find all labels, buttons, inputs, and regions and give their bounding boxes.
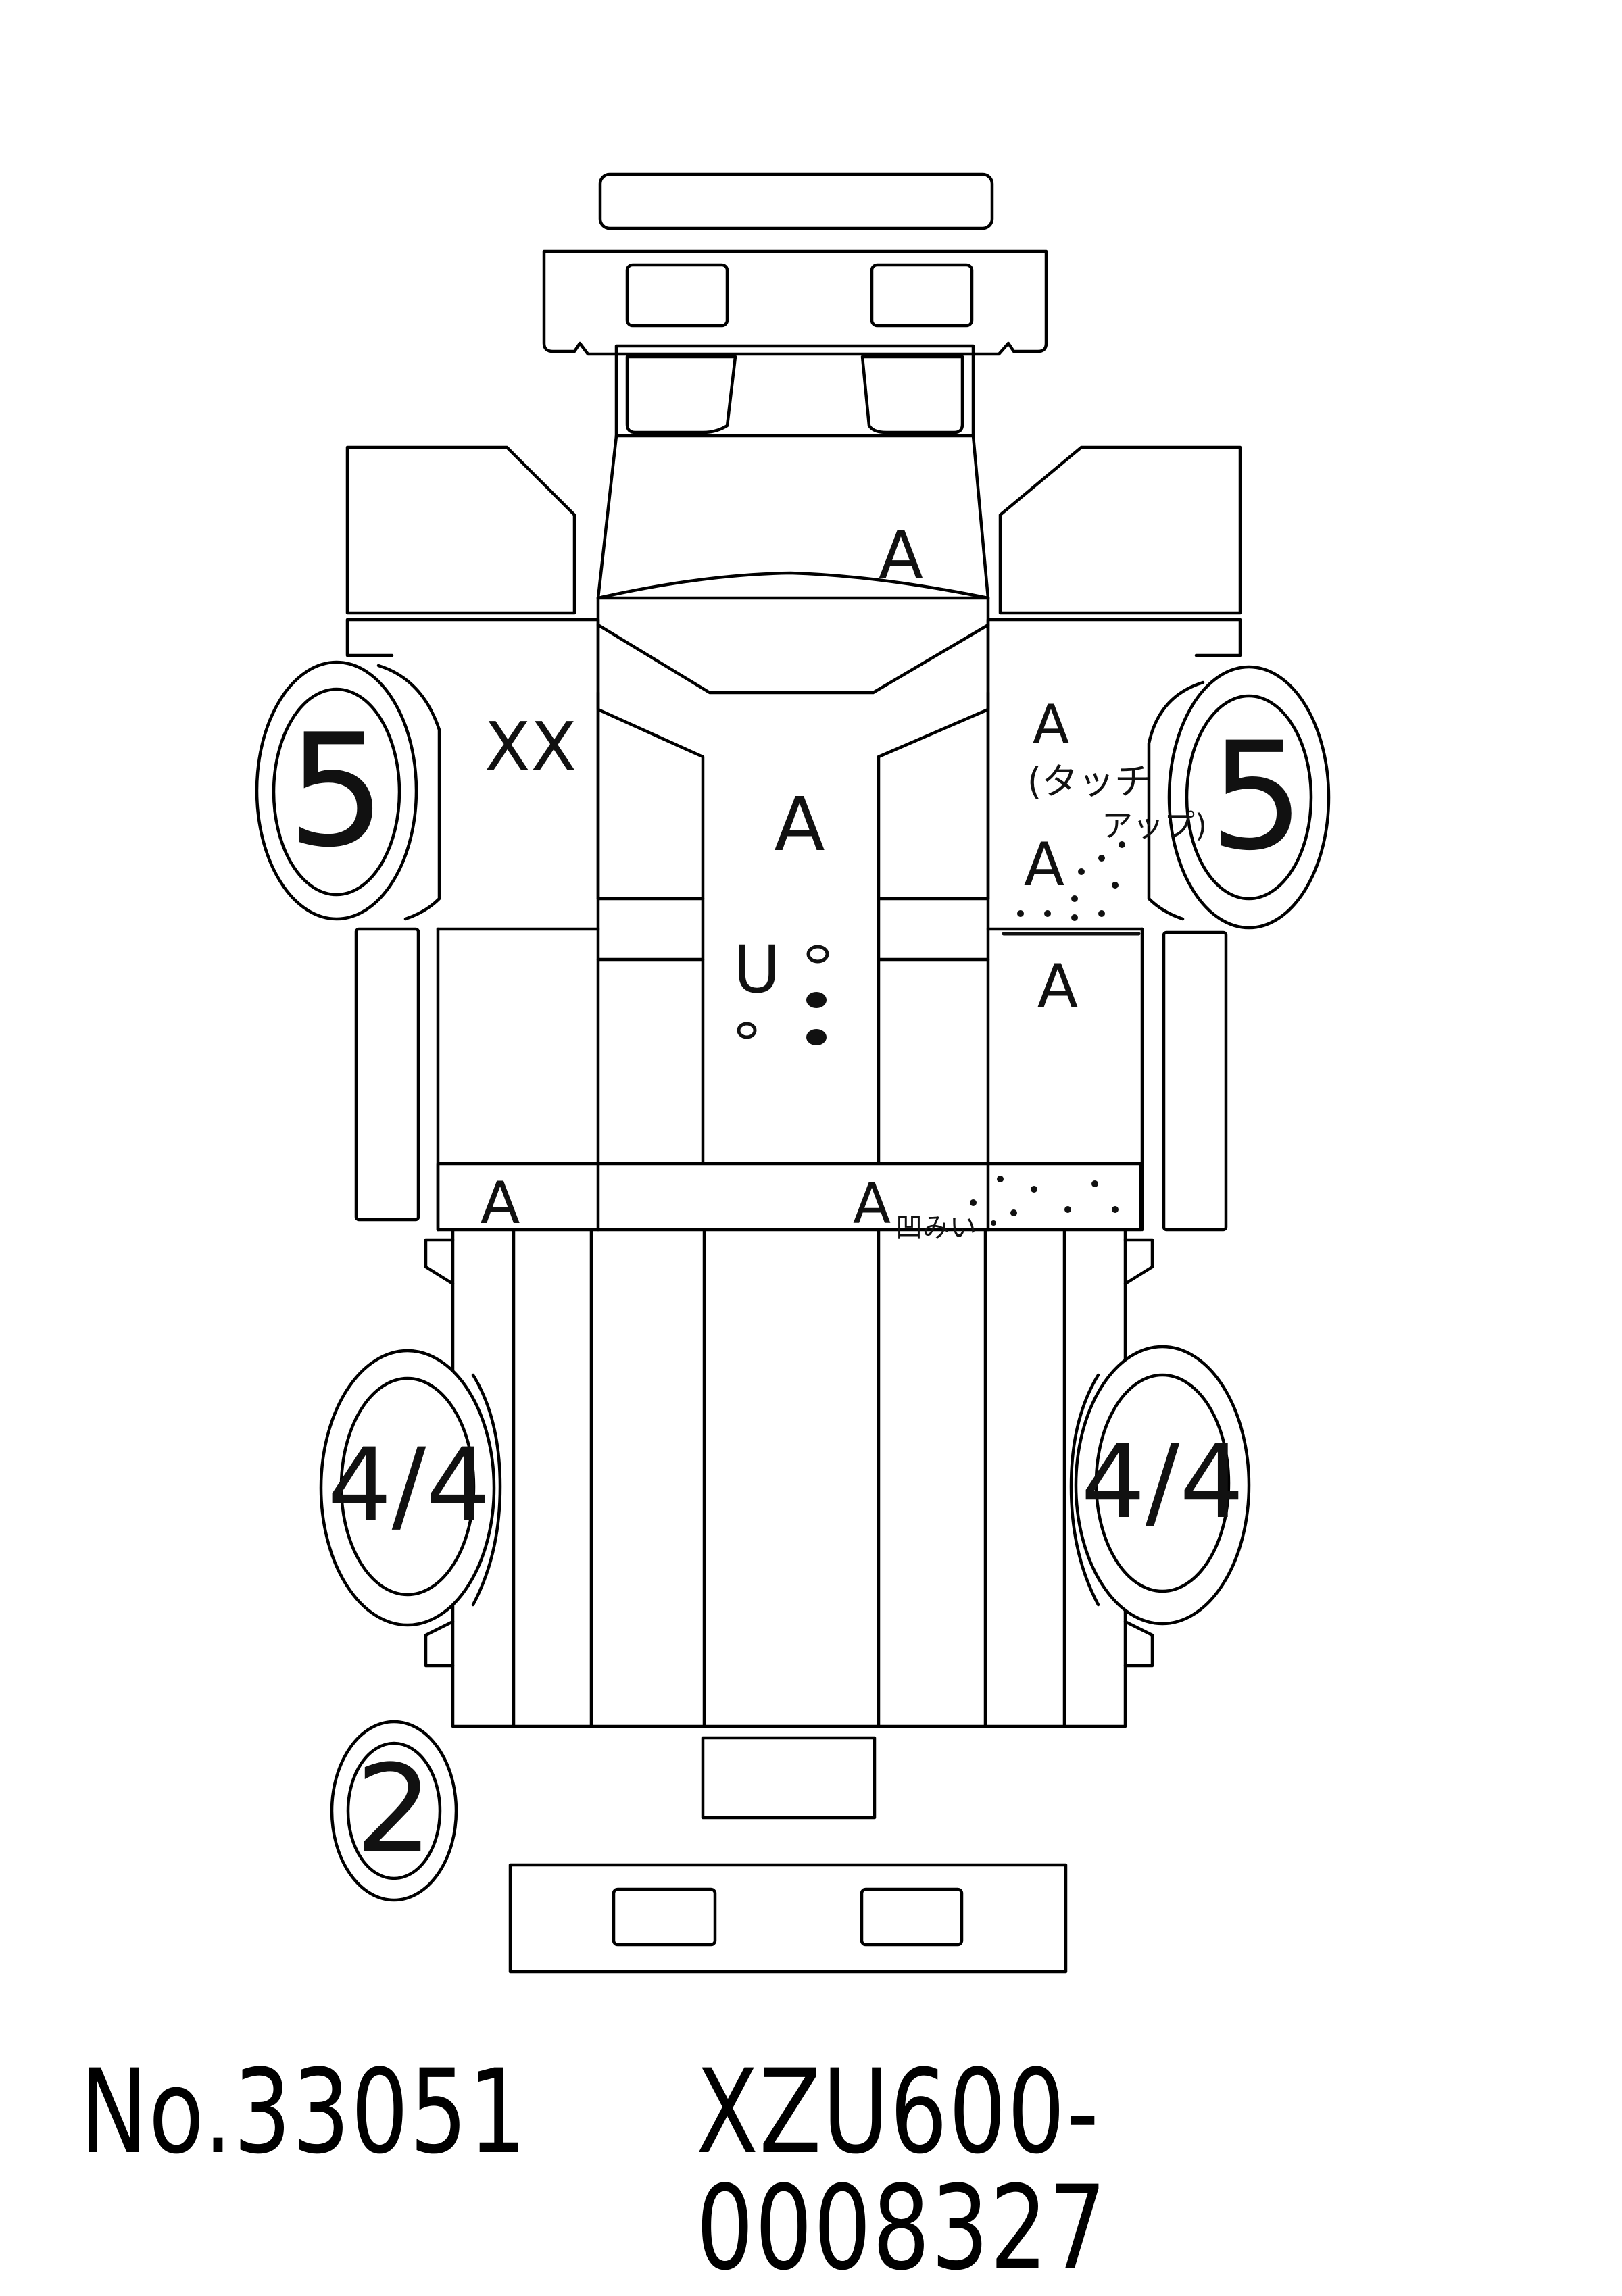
mark-cab-floor: U — [733, 932, 781, 1007]
left-fender-top — [345, 445, 576, 615]
mark-right-door-note-2: アップ) — [1102, 807, 1207, 844]
rear-view — [508, 1863, 1068, 1974]
right-step-dots — [1017, 841, 1125, 921]
mark-right-rear-panel: A — [1037, 951, 1078, 1021]
left-mirror — [354, 927, 420, 1222]
mark-windshield: A — [879, 518, 923, 593]
left-cab-side — [345, 618, 600, 1232]
left-front-wheel — [255, 660, 441, 921]
frame-number: XZU600-0008327 — [696, 2044, 1108, 2296]
right-rear-wheel — [1069, 1345, 1251, 1626]
front-bumper — [598, 172, 994, 230]
mark-right-door-note-1: (タッチ — [1027, 760, 1151, 803]
front-view — [542, 172, 1048, 356]
spare-wheel — [330, 1720, 458, 1902]
mark-left-door: XX — [484, 707, 576, 787]
cab-floor-dots — [737, 945, 829, 1045]
mark-left-gate: A — [481, 1170, 520, 1237]
front-headlight-right — [870, 263, 974, 328]
mark-right-step: A — [1024, 830, 1064, 899]
cab-floor-bevel — [596, 623, 990, 695]
mark-right-gate-note: 凹みい — [895, 1212, 977, 1243]
mark-right-door: A — [1033, 693, 1070, 756]
front-headlight-left — [625, 263, 729, 328]
cargo-bed — [424, 1228, 1154, 1728]
mark-right-gate: A — [853, 1172, 891, 1237]
rear-light-left — [612, 1887, 717, 1947]
right-gate-dots — [970, 1176, 1119, 1226]
windshield-pane-right — [860, 355, 964, 434]
mark-right-rear-tire: 4/4 — [1081, 1424, 1244, 1541]
cab — [345, 344, 1242, 1232]
rear-gate-bar — [436, 1162, 1143, 1232]
mark-cab-roof: A — [774, 781, 825, 868]
windshield-frame — [614, 344, 975, 438]
rear-box — [701, 1736, 877, 1820]
right-fender-top — [998, 445, 1242, 615]
mark-left-front-tire: 5 — [287, 701, 386, 882]
front-grille — [542, 249, 1048, 356]
right-cab-side — [986, 618, 1242, 1232]
cab-center-panel — [596, 691, 990, 1164]
left-rear-wheel — [319, 1349, 502, 1627]
windshield-pane-left — [625, 355, 737, 434]
mark-spare-tire: 2 — [355, 1739, 433, 1880]
right-mirror — [1162, 930, 1228, 1232]
mark-left-rear-tire: 4/4 — [327, 1427, 490, 1545]
mark-right-front-tire: 5 — [1210, 710, 1304, 883]
roof-curve — [596, 571, 990, 600]
rear-light-right — [860, 1887, 964, 1947]
stock-number: No.33051 — [80, 2044, 528, 2180]
right-front-wheel — [1147, 665, 1331, 930]
